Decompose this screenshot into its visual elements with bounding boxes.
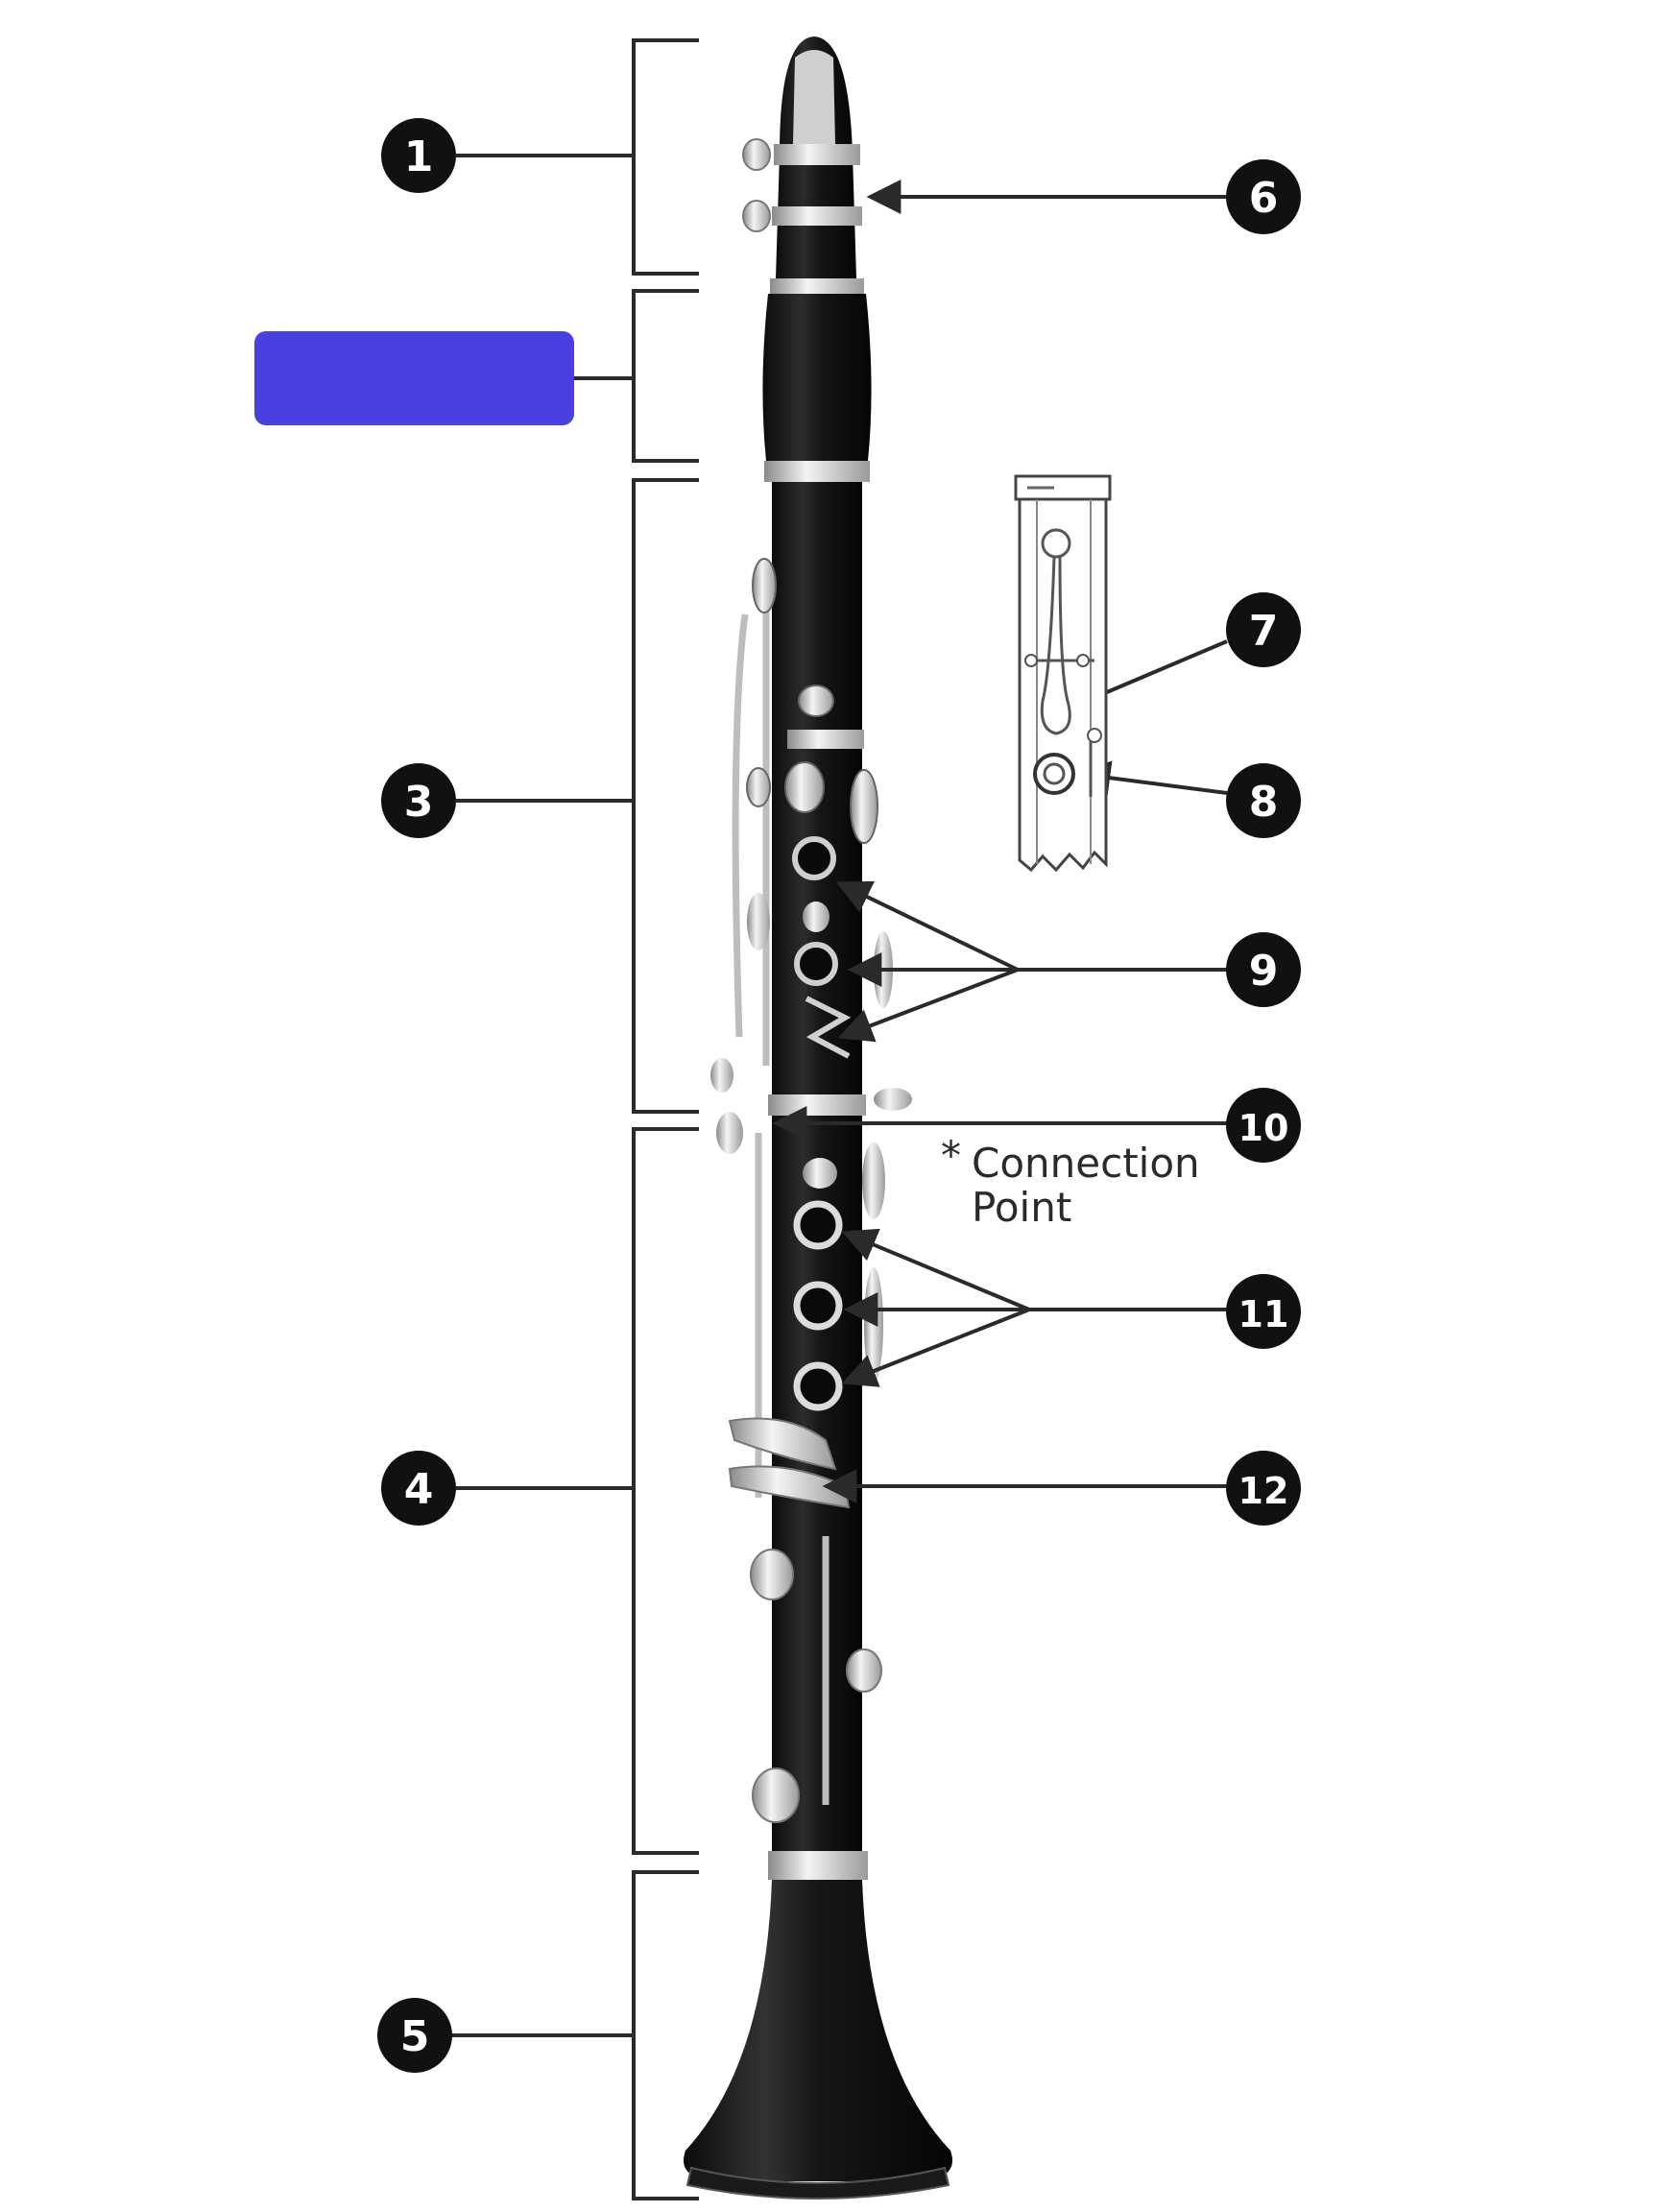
bracket-2	[632, 289, 699, 463]
callout-12: 12	[1226, 1451, 1301, 1526]
bell-ring	[768, 1851, 868, 1880]
clarinet-illustration	[684, 36, 952, 2200]
middle-tenon-ring	[768, 1094, 866, 1116]
callout-12-label: 12	[1238, 1470, 1289, 1512]
inset-top-ring-icon	[1041, 528, 1071, 559]
ligature-band-top	[774, 144, 860, 165]
pointer-9c	[837, 968, 1019, 1043]
bell	[684, 1880, 952, 2181]
inset-detail	[1014, 474, 1112, 873]
connection-point-note: * Connection Point	[941, 1132, 1200, 1231]
upper-joint-keys	[710, 558, 912, 1154]
lower-joint-keys	[728, 1142, 885, 1823]
callout-5: 5	[377, 1998, 452, 2073]
bracket-1	[632, 38, 699, 276]
callout-9: 9	[1226, 932, 1301, 1007]
callout-11-label: 11	[1238, 1293, 1289, 1335]
callout-8-label: 8	[1249, 778, 1279, 827]
callout-7: 7	[1226, 592, 1301, 667]
callout-6-label: 6	[1249, 174, 1279, 223]
note-asterisk: *	[941, 1132, 961, 1179]
callout-5-label: 5	[400, 2012, 430, 2061]
masked-label-box	[254, 331, 574, 425]
bracket-3	[632, 478, 699, 1114]
barrel-ring	[764, 461, 870, 482]
pointer-9a	[835, 880, 1019, 972]
callout-8: 8	[1226, 763, 1301, 838]
barrel	[762, 294, 872, 461]
mouthpiece-reed	[793, 50, 835, 144]
mouthpiece-ring	[770, 278, 864, 294]
note-line-1: Connection	[972, 1140, 1200, 1187]
callout-6: 6	[1226, 159, 1301, 234]
callout-4: 4	[381, 1451, 456, 1526]
callout-4-label: 4	[404, 1465, 434, 1514]
bell-rim	[685, 2166, 950, 2200]
callout-7-label: 7	[1249, 607, 1279, 656]
callout-3-label: 3	[404, 778, 434, 827]
section-brackets	[451, 38, 699, 2200]
callout-badges: 1 3 4 5 6 7 8 9	[377, 118, 1301, 2073]
callout-1-label: 1	[404, 132, 434, 181]
callout-9-label: 9	[1249, 947, 1279, 996]
callout-11: 11	[1226, 1274, 1301, 1349]
bracket-4	[632, 1127, 699, 1855]
ligature-band-bottom	[772, 206, 862, 226]
callout-10: 10	[1226, 1088, 1301, 1163]
note-line-2: Point	[972, 1184, 1071, 1231]
callout-10-label: 10	[1238, 1107, 1289, 1149]
callout-3: 3	[381, 763, 456, 838]
pointer-11c	[841, 1308, 1030, 1387]
pointer-11a	[841, 1228, 1030, 1311]
ligature-screw-icon	[742, 138, 771, 232]
callout-1: 1	[381, 118, 456, 193]
